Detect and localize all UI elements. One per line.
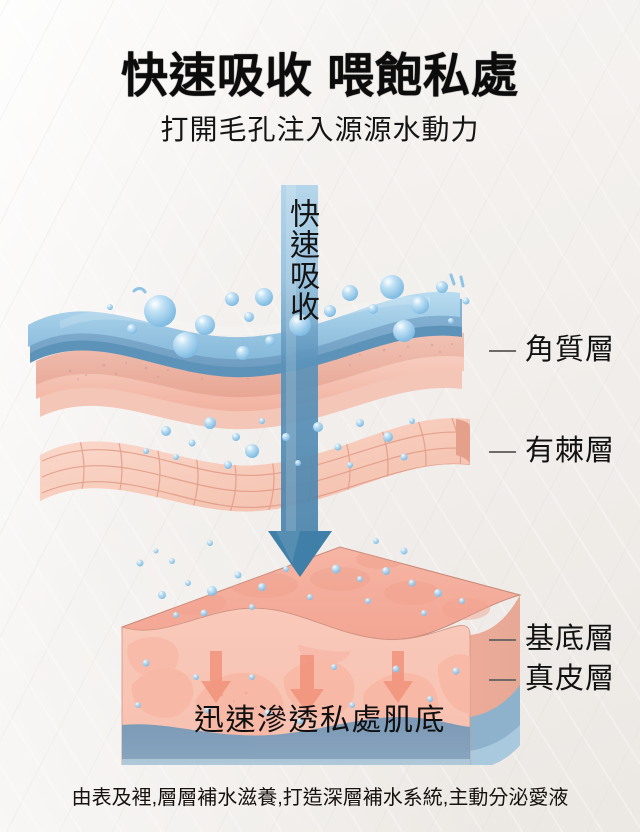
page-subtitle: 打開毛孔注入源源水動力 — [160, 114, 480, 145]
penetration-arrows — [201, 651, 413, 713]
block-bubbles — [135, 564, 465, 724]
callout-tick-icon — [489, 349, 516, 352]
absorption-arrow — [268, 185, 332, 577]
callout-label: 角質層 — [525, 334, 616, 366]
water-bubbles — [107, 275, 470, 469]
callout-tick-icon — [489, 678, 516, 681]
sparkle-dashes — [132, 273, 465, 294]
layer-stratum-corneum — [28, 291, 464, 430]
footer-caption: 由表及裡,層層補水滋養,打造深層補水系統,主動分泌愛液 — [71, 787, 569, 809]
callout-label: 有棘層 — [525, 435, 616, 467]
skin-layers-illustration — [0, 165, 640, 765]
page-title: 快速吸收 喂飽私處 — [120, 49, 520, 102]
callout-dermis: 真皮層 — [489, 665, 615, 694]
layer-basal-dermis-block — [121, 538, 522, 765]
callout-tick-icon — [489, 638, 516, 641]
callout-label: 基底層 — [525, 623, 616, 655]
callout-tick-icon — [489, 450, 516, 453]
dermis-band-text: 迅速滲透私處肌底 — [194, 704, 446, 737]
arrow-vertical-label: 快速吸收 — [285, 198, 318, 322]
callout-label: 真皮層 — [525, 663, 616, 695]
callout-stratum-corneum: 角質層 — [489, 336, 615, 365]
callout-stratum-basale: 基底層 — [489, 625, 615, 654]
callout-stratum-spinosum: 有棘層 — [489, 437, 615, 466]
